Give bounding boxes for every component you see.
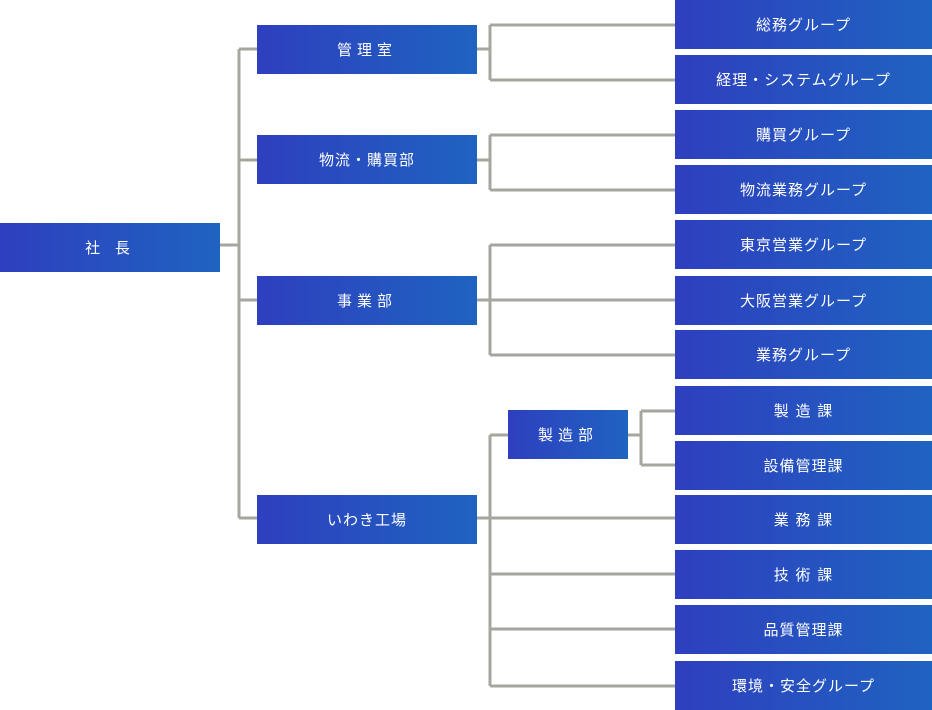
section-gyomu: 業 務 課 [675,495,932,544]
group-butsuryu-gyomu: 物流業務グループ [675,165,932,214]
group-keiri-system: 経理・システムグループ [675,55,932,104]
connector-iwaki-units [477,433,675,688]
division-jigyo: 事業部 [257,276,477,325]
group-kobai: 購買グループ [675,110,932,159]
president-box: 社 長 [0,223,220,272]
connector-jigyo-groups [477,243,675,357]
group-osaka-sales: 大阪営業グループ [675,276,932,325]
group-tokyo-sales: 東京営業グループ [675,220,932,269]
division-kanri: 管理室 [257,25,477,74]
connector-butsuryu-groups [477,133,675,192]
division-seizo: 製造部 [508,410,628,459]
division-iwaki-factory: いわき工場 [257,495,477,544]
section-setsubi-kanri: 設備管理課 [675,441,932,490]
section-gijutsu: 技 術 課 [675,550,932,599]
group-somu: 総務グループ [675,0,932,49]
connector-kanri-groups [477,23,675,82]
group-kankyo-anzen: 環境・安全グループ [675,661,932,710]
connector-seizo-units [628,409,675,467]
division-butsuryu-kobai: 物流・購買部 [257,135,477,184]
group-gyomu: 業務グループ [675,330,932,379]
section-seizo: 製 造 課 [675,386,932,435]
section-hinshitsu-kanri: 品質管理課 [675,605,932,654]
